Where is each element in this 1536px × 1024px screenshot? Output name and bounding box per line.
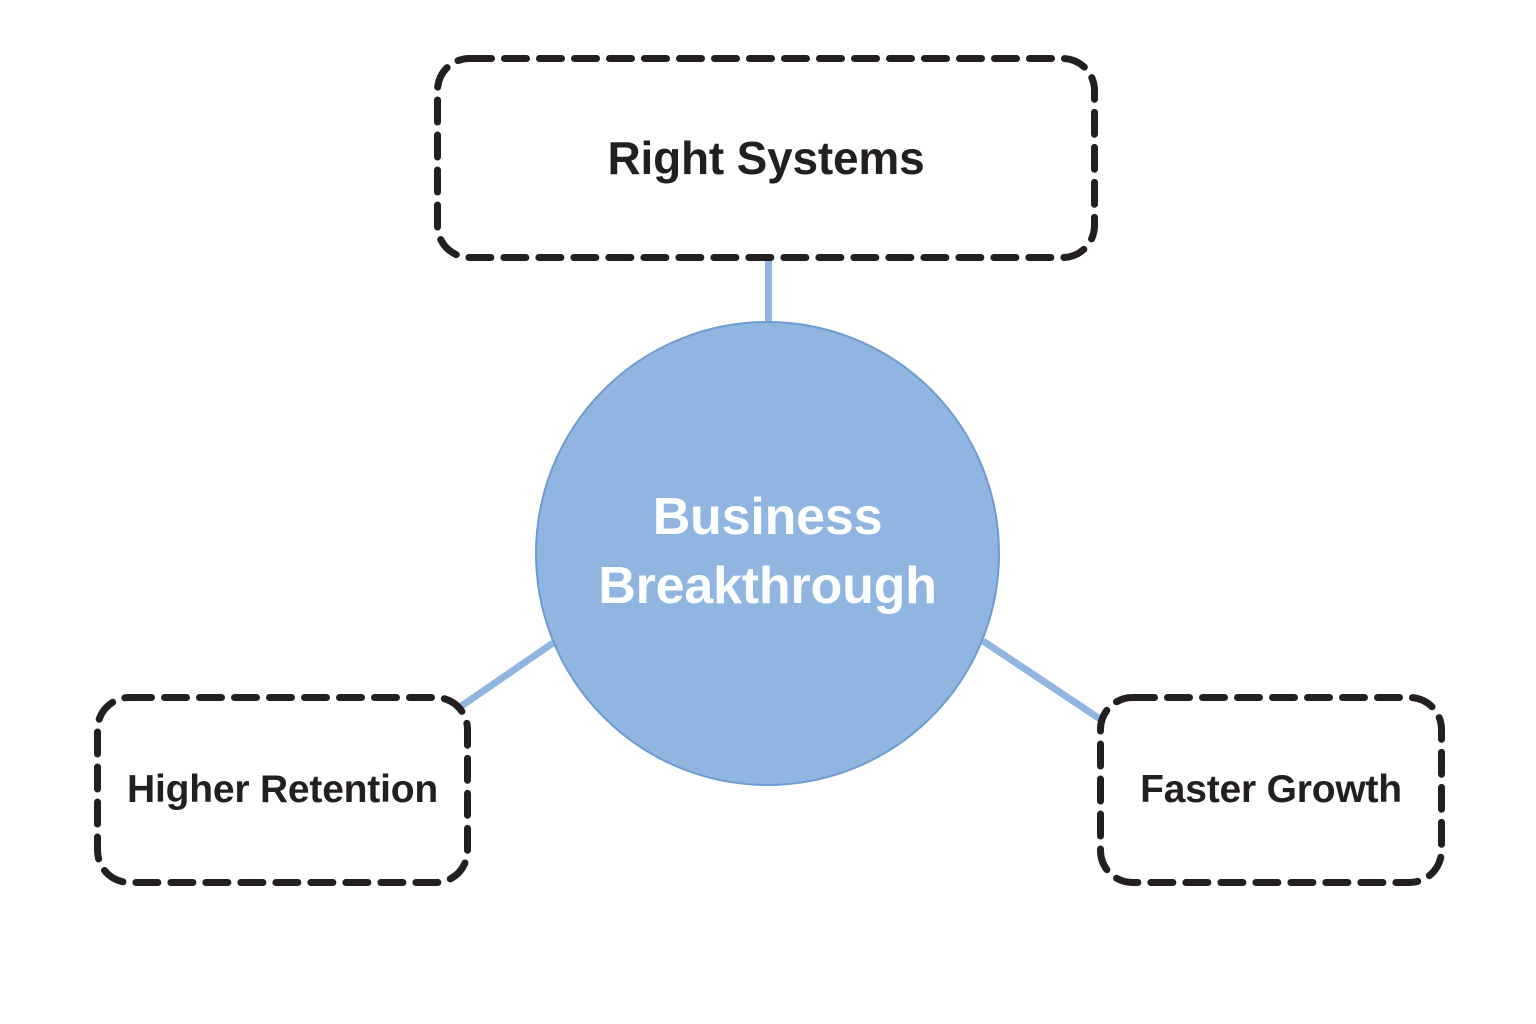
- node-right-systems[interactable]: Right Systems: [434, 55, 1098, 261]
- center-node-business-breakthrough[interactable]: Business Breakthrough: [535, 321, 1000, 786]
- connector-center-to-faster-growth: [981, 638, 1102, 722]
- node-higher-retention-label: Higher Retention: [127, 768, 438, 811]
- center-node-label: Business Breakthrough: [598, 487, 937, 615]
- node-higher-retention[interactable]: Higher Retention: [94, 694, 471, 886]
- node-faster-growth-label: Faster Growth: [1140, 768, 1402, 811]
- node-right-systems-label: Right Systems: [607, 132, 925, 184]
- node-faster-growth[interactable]: Faster Growth: [1097, 694, 1445, 886]
- connector-center-to-higher-retention: [455, 640, 555, 712]
